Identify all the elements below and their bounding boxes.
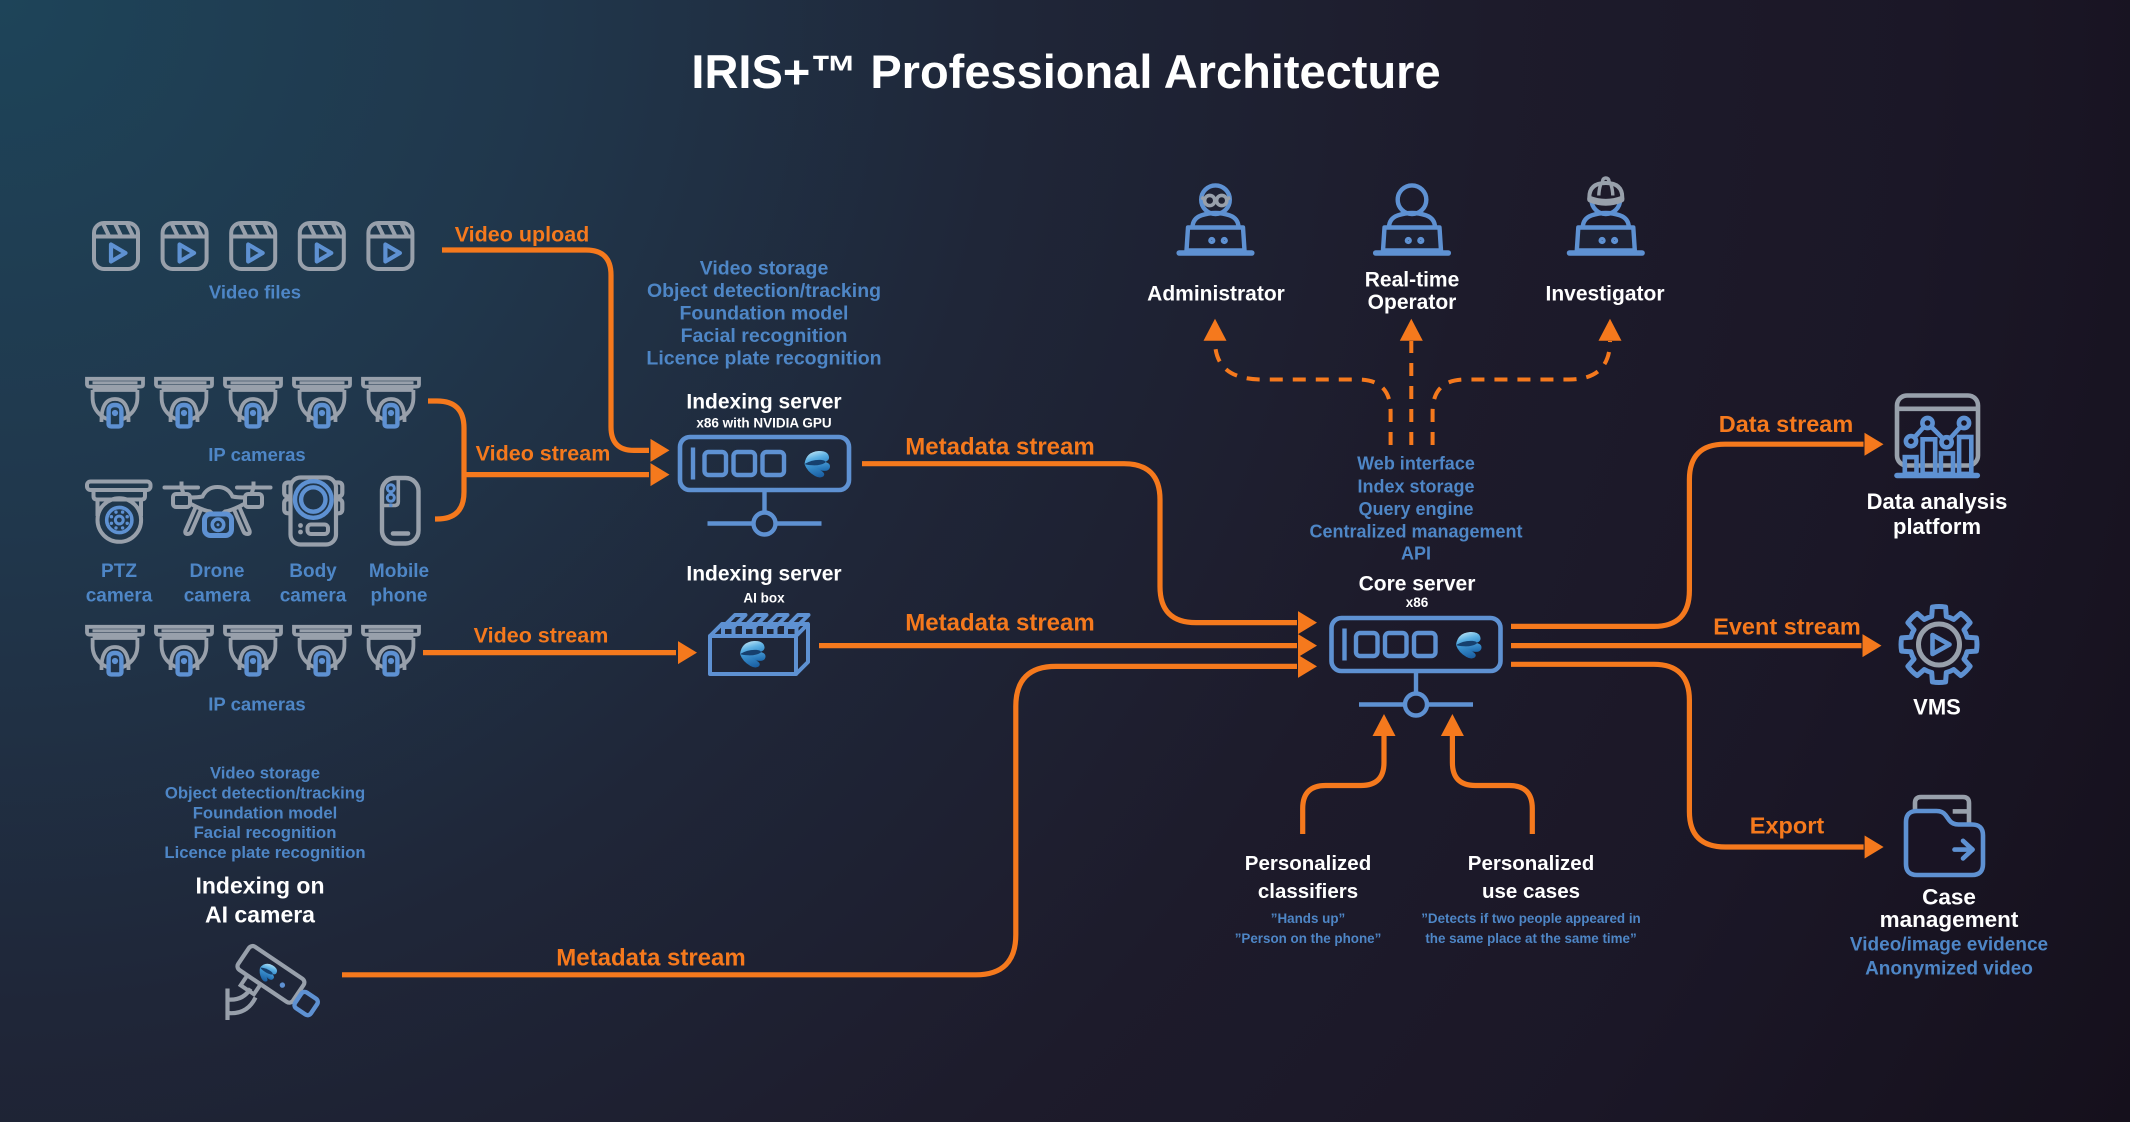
svg-text:IP cameras: IP cameras [208, 444, 305, 465]
svg-text:Video storage: Video storage [700, 258, 829, 280]
svg-text:x86 with NVIDIA GPU: x86 with NVIDIA GPU [696, 416, 831, 431]
svg-text:Video storage: Video storage [210, 764, 320, 783]
svg-text:Facial recognition: Facial recognition [681, 325, 848, 347]
svg-text:API: API [1401, 543, 1431, 563]
svg-text:Video stream: Video stream [476, 442, 611, 466]
svg-text:Object detection/tracking: Object detection/tracking [647, 280, 881, 302]
svg-text:classifiers: classifiers [1258, 880, 1358, 903]
svg-text:Facial recognition: Facial recognition [194, 823, 337, 842]
svg-text:the same place at the same tim: the same place at the same time” [1425, 931, 1636, 946]
svg-text:Event stream: Event stream [1713, 614, 1861, 640]
svg-text:Case: Case [1922, 884, 1976, 909]
svg-text:Metadata stream: Metadata stream [905, 609, 1094, 636]
svg-text:Personalized: Personalized [1245, 852, 1371, 875]
svg-text:VMS: VMS [1913, 695, 1961, 720]
svg-text:x86: x86 [1406, 595, 1429, 610]
svg-text:Personalized: Personalized [1468, 852, 1594, 875]
svg-text:Administrator: Administrator [1147, 282, 1285, 305]
svg-text:Anonymized video: Anonymized video [1865, 958, 2033, 979]
svg-text:Foundation model: Foundation model [193, 803, 338, 822]
svg-text:platform: platform [1893, 514, 1981, 539]
svg-text:camera: camera [86, 586, 153, 607]
svg-text:camera: camera [184, 586, 251, 607]
svg-text:Video/image evidence: Video/image evidence [1850, 935, 2048, 956]
svg-text:phone: phone [371, 586, 428, 607]
svg-text:Indexing server: Indexing server [686, 562, 841, 585]
svg-text:Video stream: Video stream [474, 624, 609, 648]
svg-text:Licence plate recognition: Licence plate recognition [164, 843, 365, 862]
svg-text:Export: Export [1750, 813, 1825, 839]
svg-text:”Hands up”: ”Hands up” [1271, 911, 1345, 926]
svg-text:Licence plate recognition: Licence plate recognition [646, 348, 881, 370]
svg-text:Web interface: Web interface [1357, 454, 1475, 474]
svg-text:Metadata stream: Metadata stream [556, 944, 745, 971]
svg-text:Indexing server: Indexing server [686, 390, 841, 413]
svg-text:camera: camera [280, 586, 347, 607]
svg-text:management: management [1880, 907, 2019, 932]
svg-text:”Detects if two people appeare: ”Detects if two people appeared in [1421, 911, 1641, 926]
svg-text:Video upload: Video upload [455, 222, 590, 246]
svg-text:AI camera: AI camera [205, 902, 315, 928]
svg-text:AI box: AI box [743, 591, 785, 606]
svg-text:Query engine: Query engine [1358, 499, 1473, 519]
svg-text:Body: Body [289, 561, 337, 582]
svg-text:”Person on the phone”: ”Person on the phone” [1235, 931, 1382, 946]
svg-text:Data stream: Data stream [1719, 411, 1854, 437]
svg-text:use cases: use cases [1482, 880, 1580, 903]
svg-text:Indexing on: Indexing on [195, 873, 324, 899]
svg-text:PTZ: PTZ [101, 561, 137, 582]
svg-text:Index storage: Index storage [1357, 476, 1474, 496]
svg-text:Mobile: Mobile [369, 561, 429, 582]
svg-text:Real-time: Real-time [1365, 268, 1460, 291]
svg-text:Drone: Drone [190, 561, 245, 582]
svg-text:Metadata stream: Metadata stream [905, 433, 1094, 460]
svg-text:Centralized management: Centralized management [1309, 522, 1522, 542]
svg-text:Object detection/tracking: Object detection/tracking [165, 784, 365, 803]
svg-text:Operator: Operator [1368, 291, 1457, 314]
svg-text:IP cameras: IP cameras [208, 694, 305, 715]
svg-text:Video files: Video files [209, 282, 301, 303]
svg-text:Data analysis: Data analysis [1867, 489, 2008, 514]
svg-text:IRIS+™ Professional Architectu: IRIS+™ Professional Architecture [691, 45, 1440, 98]
svg-text:Core server: Core server [1359, 572, 1476, 595]
svg-text:Investigator: Investigator [1545, 282, 1664, 305]
svg-text:Foundation model: Foundation model [680, 302, 849, 324]
